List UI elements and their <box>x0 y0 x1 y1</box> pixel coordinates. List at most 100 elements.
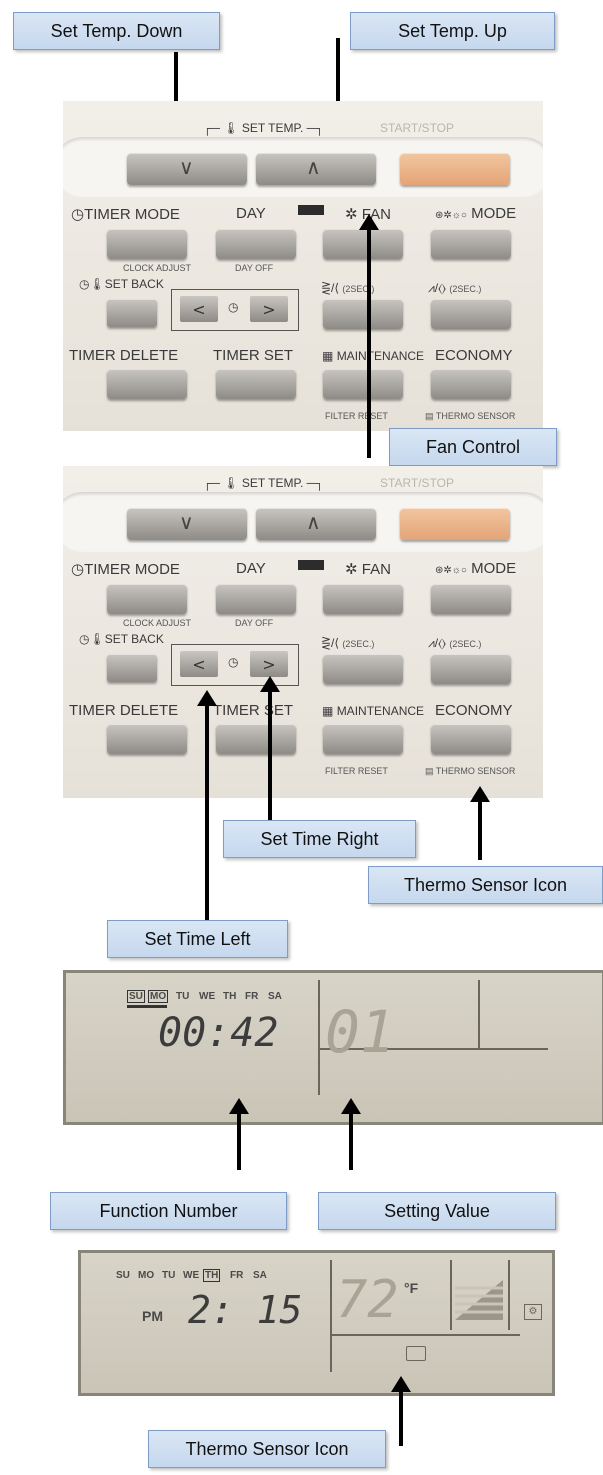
maintenance-button[interactable] <box>323 369 403 399</box>
lcd-display-2: SU MO TU WE TH FR SA PM 2: 15 72 °F ⚙ <box>78 1250 555 1396</box>
fan-button[interactable] <box>323 584 403 614</box>
day-button[interactable] <box>216 229 296 259</box>
remote-panel-2: ┌─ 🌡 SET TEMP. ─┐ START/STOP ∨ ∧ ◷TIMER … <box>63 466 543 798</box>
grid-icon: ▦ <box>322 349 334 363</box>
set-back-button[interactable] <box>107 299 157 327</box>
swing-label: ⋛/⟨ (2SEC.) <box>321 281 375 295</box>
callout-label: Fan Control <box>425 436 521 457</box>
chevron-up-icon: ∧ <box>306 510 321 534</box>
chevron-up-icon: ∧ <box>306 155 321 179</box>
callout-label: Setting Value <box>384 1200 490 1221</box>
filter-reset-label: FILTER RESET <box>325 411 388 421</box>
set-temp-label: SET TEMP. <box>241 476 304 490</box>
set-back-label: ◷🌡SET BACK <box>79 277 164 291</box>
thermo-sensor-icon: ▤ <box>425 766 434 776</box>
start-stop-button[interactable] <box>400 153 510 185</box>
set-temp-down-button[interactable]: ∨ <box>127 153 247 185</box>
chevron-right-icon: > <box>262 654 276 674</box>
timer-delete-label: TIMER DELETE <box>69 347 179 364</box>
fan-button[interactable] <box>323 229 403 259</box>
mode-label: ⊛✲☼○ MODE <box>435 205 517 222</box>
economy-button[interactable] <box>431 369 511 399</box>
mode-icons: ⊛✲☼○ <box>435 565 467 576</box>
day-off-label: DAY OFF <box>235 263 274 273</box>
timer-set-button[interactable] <box>216 724 296 754</box>
set-temp-down-button[interactable]: ∨ <box>127 508 247 540</box>
day-tu: TU <box>162 1270 176 1281</box>
timer-delete-button[interactable] <box>107 369 187 399</box>
timer-set-label: TIMER SET <box>213 702 294 719</box>
airflow-button[interactable] <box>431 299 511 329</box>
lcd-divider <box>330 1334 520 1336</box>
callout-setting-value: Setting Value <box>318 1192 556 1230</box>
economy-label: ECONOMY <box>435 347 513 364</box>
lcd-display-1: SU MO TU WE TH FR SA 00:42 01 <box>63 970 603 1125</box>
clock-icon: ◷ <box>228 655 239 669</box>
set-back-label: ◷🌡SET BACK <box>79 632 164 646</box>
lcd-divider <box>478 980 480 1050</box>
temperature-unit: °F <box>404 1280 419 1296</box>
thermo-sensor-label: ▤ THERMO SENSOR <box>425 766 516 776</box>
set-temp-bracket: ┌─ 🌡 SET TEMP. ─┐ <box>203 121 324 135</box>
timer-set-button[interactable] <box>216 369 296 399</box>
timer-mode-button[interactable] <box>107 229 187 259</box>
chevron-left-icon: < <box>192 654 206 674</box>
fan-label: ✲ FAN <box>345 561 391 578</box>
economy-button[interactable] <box>431 724 511 754</box>
callout-label: Thermo Sensor Icon <box>185 1438 349 1459</box>
maintenance-label: ▦ MAINTENANCE <box>322 349 425 363</box>
arrow-head <box>470 786 490 802</box>
maintenance-button[interactable] <box>323 724 403 754</box>
callout-label: Set Time Right <box>260 828 379 849</box>
thermo-sensor-icon: ▤ <box>425 411 434 421</box>
remote-panel-1: ┌─ 🌡 SET TEMP. ─┐ START/STOP ∨ ∧ ◷TIMER … <box>63 101 543 431</box>
maintenance-label: ▦ MAINTENANCE <box>322 704 425 718</box>
day-we: WE <box>199 991 216 1002</box>
economy-label: ECONOMY <box>435 702 513 719</box>
set-temp-up-button[interactable]: ∧ <box>256 153 376 185</box>
lcd-divider <box>318 980 320 1095</box>
temperature-readout: 72 <box>336 1270 399 1330</box>
callout-label: Set Time Left <box>144 928 251 949</box>
day-sa: SA <box>268 991 282 1002</box>
arrow-function-number <box>237 1112 241 1170</box>
lcd-divider <box>318 1048 548 1050</box>
mode-button[interactable] <box>431 584 511 614</box>
callout-label: Thermo Sensor Icon <box>403 874 568 895</box>
airflow-button[interactable] <box>431 654 511 684</box>
arrow-thermo-sensor-1 <box>478 800 482 860</box>
arrow-head <box>341 1098 361 1114</box>
day-fr: FR <box>230 1270 244 1281</box>
timer-mode-label: ◷TIMER MODE <box>71 561 180 578</box>
day-th: TH <box>223 991 237 1002</box>
set-time-left-button[interactable]: < <box>180 651 218 677</box>
clock-readout: 2: 15 <box>188 1288 303 1332</box>
set-temp-up-button[interactable]: ∧ <box>256 508 376 540</box>
swing-button[interactable] <box>323 654 403 684</box>
day-tu: TU <box>176 991 190 1002</box>
callout-label: Set Temp. Down <box>50 20 183 41</box>
set-time-right-button[interactable]: > <box>250 651 288 677</box>
timer-set-label: TIMER SET <box>213 347 294 364</box>
set-time-right-button[interactable]: > <box>250 296 288 322</box>
day-we: WE <box>183 1270 200 1281</box>
timer-delete-label: TIMER DELETE <box>69 702 179 719</box>
thermo-sensor-icon <box>406 1346 426 1361</box>
set-back-button[interactable] <box>107 654 157 682</box>
swing-button[interactable] <box>323 299 403 329</box>
arrow-set-temp-down <box>174 52 178 122</box>
airflow-icon: ⩘/⟨⟩ <box>428 281 446 295</box>
chevron-down-icon: ∨ <box>179 155 194 179</box>
start-stop-button[interactable] <box>400 508 510 540</box>
arrow-set-time-right <box>268 690 272 820</box>
clock-adjust-label: CLOCK ADJUST <box>123 618 192 628</box>
set-time-left-button[interactable]: < <box>180 296 218 322</box>
mode-button[interactable] <box>431 229 511 259</box>
day-button[interactable] <box>216 584 296 614</box>
timer-mode-button[interactable] <box>107 584 187 614</box>
airflow-icon: ⩘/⟨⟩ <box>428 636 446 650</box>
set-temp-label: SET TEMP. <box>241 121 304 135</box>
chevron-left-icon: < <box>192 299 206 319</box>
clock-frame: < ◷ > <box>171 289 299 331</box>
timer-delete-button[interactable] <box>107 724 187 754</box>
